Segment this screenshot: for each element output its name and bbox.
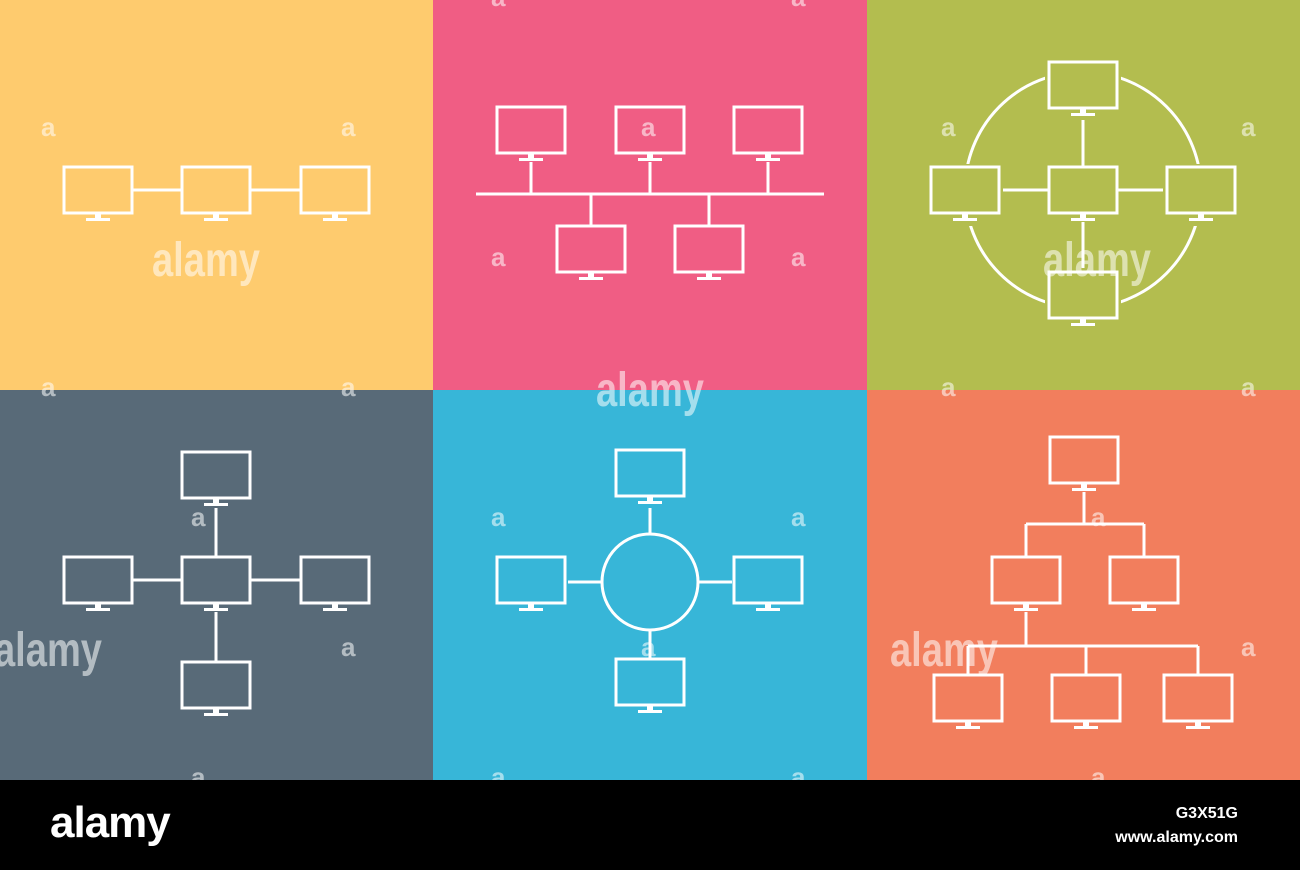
watermark-letter: a xyxy=(41,112,56,142)
watermark-letter: a xyxy=(1241,372,1256,402)
watermark-letter: a xyxy=(341,112,356,142)
watermark-letter: a xyxy=(1091,762,1106,780)
ring-hub-topology-diagram xyxy=(568,508,732,658)
tree-topology-diagram xyxy=(966,492,1200,675)
watermark-letter: a xyxy=(941,112,956,142)
watermark-text: alamy xyxy=(890,624,998,677)
watermark-letter: a xyxy=(191,762,206,780)
watermark-letter: a xyxy=(491,502,506,532)
watermark-letter: a xyxy=(1241,632,1256,662)
watermark-letter: a xyxy=(41,372,56,402)
watermark-text: alamy xyxy=(0,624,102,677)
watermark-letter: a xyxy=(791,0,806,12)
image-id: G3X51G xyxy=(1175,805,1238,822)
watermark-letter: a xyxy=(791,502,806,532)
watermark-letter: a xyxy=(191,502,206,532)
watermark-letter: a xyxy=(791,762,806,780)
star-topology-diagram xyxy=(132,508,300,662)
watermark-letter: a xyxy=(791,242,806,272)
alamy-footer-bar: alamy G3X51G www.alamy.com xyxy=(0,780,1300,870)
alamy-logo: alamy xyxy=(50,798,171,847)
watermark-letter: a xyxy=(941,372,956,402)
watermark-letter: a xyxy=(491,762,506,780)
site-url: www.alamy.com xyxy=(1115,829,1238,846)
panel-tree-topology xyxy=(867,390,1300,780)
watermark-letter: a xyxy=(491,0,506,12)
watermark-layer: alamy alamy alamy alamy alamy a a a a a … xyxy=(0,0,1256,780)
bus-topology-diagram xyxy=(476,162,824,225)
watermark-letter: a xyxy=(341,632,356,662)
watermark-letter: a xyxy=(1091,502,1106,532)
watermark-letter: a xyxy=(1241,112,1256,142)
watermark-text: alamy xyxy=(1043,234,1151,287)
panel-ring-hub-topology xyxy=(433,390,867,780)
watermark-text: alamy xyxy=(152,234,260,287)
watermark-letter: a xyxy=(491,242,506,272)
watermark-text: alamy xyxy=(596,364,704,417)
network-topology-grid: alamy alamy alamy alamy alamy a a a a a … xyxy=(0,0,1300,780)
watermark-letter: a xyxy=(641,112,656,142)
watermark-letter: a xyxy=(341,372,356,402)
watermark-letter: a xyxy=(641,632,656,662)
panel-line-topology xyxy=(0,0,433,390)
